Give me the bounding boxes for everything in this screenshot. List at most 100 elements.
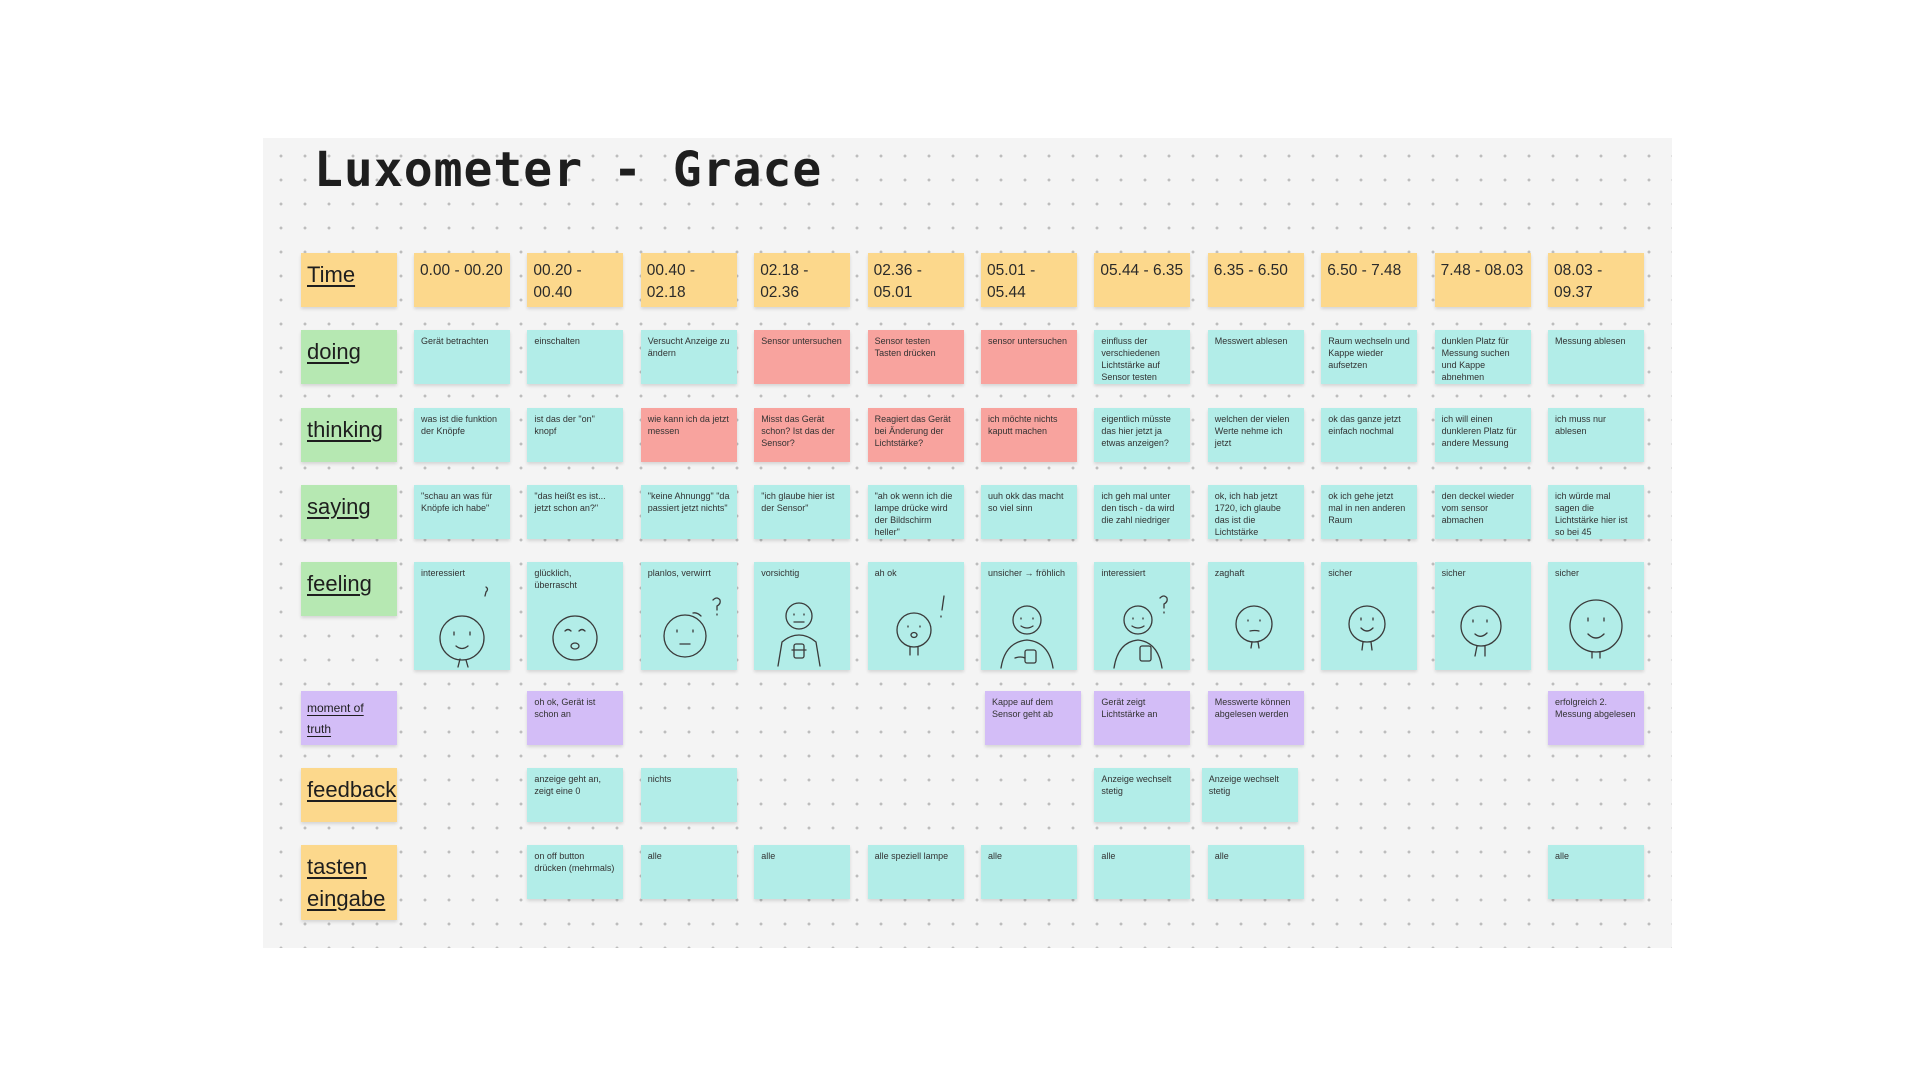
thinking-note[interactable]: ich möchte nichts kaputt machen — [981, 408, 1077, 462]
moment-note[interactable]: oh ok, Gerät ist schon an — [527, 691, 624, 745]
doing-note[interactable]: Messung ablesen — [1548, 330, 1644, 384]
thinking-note[interactable]: ich muss nur ablesen — [1548, 408, 1644, 462]
feeling-text: zaghaft — [1214, 568, 1245, 578]
time-note[interactable]: 0.00 - 00.20 — [414, 253, 510, 307]
feeling-note[interactable]: sicher — [1321, 562, 1418, 670]
row-label-doing[interactable]: doing — [301, 330, 397, 384]
tasten-text: on off button drücken (mehrmals) — [534, 851, 615, 873]
thinking-note[interactable]: welchen der vielen Werte nehme ich jetzt — [1207, 408, 1304, 462]
moment-note[interactable]: erfolgreich 2. Messung abgelesen — [1548, 691, 1644, 745]
tasten-note[interactable]: alle — [981, 845, 1077, 899]
tasten-text: alle speziell lampe — [874, 851, 949, 861]
saying-note[interactable]: "das heißt es ist... jetzt schon an?" — [527, 485, 624, 539]
saying-note[interactable]: ok ich gehe jetzt mal in nen anderen Rau… — [1321, 485, 1418, 539]
moment-note[interactable]: Gerät zeigt Lichtstärke an — [1094, 691, 1191, 745]
row-label-feedback[interactable]: feedback — [301, 768, 397, 822]
time-range: 00.20 - 00.40 — [533, 262, 582, 301]
moment-note[interactable]: Messwerte können abgelesen werden — [1207, 691, 1304, 745]
doing-note[interactable]: Messwert ablesen — [1207, 330, 1304, 384]
feeling-note[interactable]: planlos, verwirrt — [640, 562, 737, 670]
thinking-note[interactable]: Reagiert das Gerät bei Änderung der Lich… — [867, 408, 964, 462]
doing-note[interactable]: sensor untersuchen — [981, 330, 1077, 384]
doing-note[interactable]: dunklen Platz für Messung suchen und Kap… — [1434, 330, 1531, 384]
saying-note[interactable]: "ah ok wenn ich die lampe drücke wird de… — [867, 485, 964, 539]
thinking-note[interactable]: ok das ganze jetzt einfach nochmal — [1321, 408, 1418, 462]
feedback-note[interactable]: nichts — [640, 768, 737, 822]
time-note[interactable]: 05.44 - 6.35 — [1094, 253, 1191, 307]
feedback-note[interactable]: anzeige geht an, zeigt eine 0 — [527, 768, 624, 822]
tasten-note[interactable]: alle — [1094, 845, 1191, 899]
doing-note[interactable]: einschalten — [527, 330, 624, 384]
saying-note[interactable]: "ich glaube hier ist der Sensor" — [754, 485, 851, 539]
doing-note[interactable]: Gerät betrachten — [414, 330, 510, 384]
moment-note[interactable]: Kappe auf dem Sensor geht ab — [985, 691, 1081, 745]
row-label-text: feeling — [307, 571, 372, 596]
feeling-note[interactable]: ah ok — [867, 562, 964, 670]
row-label-feeling[interactable]: feeling — [301, 562, 397, 616]
time-note[interactable]: 08.03 - 09.37 — [1548, 253, 1644, 307]
thinking-note[interactable]: wie kann ich da jetzt messen — [640, 408, 737, 462]
tasten-note[interactable]: on off button drücken (mehrmals) — [527, 845, 624, 899]
thinking-note[interactable]: eigentlich müsste das hier jetzt ja etwa… — [1094, 408, 1191, 462]
tasten-note[interactable]: alle — [640, 845, 737, 899]
thinking-text: ok das ganze jetzt einfach nochmal — [1328, 414, 1401, 436]
row-label-text: thinking — [307, 417, 383, 442]
row-label-saying[interactable]: saying — [301, 485, 397, 539]
feeling-note[interactable]: zaghaft — [1207, 562, 1304, 670]
board-title: Luxometer - Grace — [314, 142, 823, 198]
row-label-text: moment of truth — [307, 701, 364, 737]
feeling-note[interactable]: sicher — [1548, 562, 1644, 670]
time-note[interactable]: 05.01 - 05.44 — [981, 253, 1077, 307]
feeling-text: planlos, verwirrt — [647, 568, 711, 578]
time-note[interactable]: 6.35 - 6.50 — [1207, 253, 1304, 307]
tasten-note[interactable]: alle — [1548, 845, 1644, 899]
feeling-note[interactable]: sicher — [1434, 562, 1531, 670]
feedback-note[interactable]: Anzeige wechselt stetig — [1201, 768, 1298, 822]
feeling-text: sicher — [1555, 568, 1580, 578]
feedback-note[interactable]: Anzeige wechselt stetig — [1094, 768, 1191, 822]
board-canvas[interactable]: Luxometer - Grace Time doing thinking sayin… — [263, 138, 1672, 948]
thinking-note[interactable]: ist das der "on" knopf — [527, 408, 624, 462]
saying-note[interactable]: "keine Ahnungg" "da passiert jetzt nicht… — [640, 485, 737, 539]
time-note[interactable]: 6.50 - 7.48 — [1321, 253, 1418, 307]
tasten-note[interactable]: alle — [754, 845, 851, 899]
row-label-time[interactable]: Time — [301, 253, 397, 307]
time-note[interactable]: 00.40 - 02.18 — [640, 253, 737, 307]
feedback-text: Anzeige wechselt stetig — [1208, 774, 1279, 796]
tasten-note[interactable]: alle — [1207, 845, 1304, 899]
feeling-note[interactable]: glücklich, überrascht — [527, 562, 624, 670]
row-label-moment[interactable]: moment of truth — [301, 691, 397, 745]
doing-text: einschalten — [534, 336, 580, 346]
saying-note[interactable]: ok, ich hab jetzt 1720, ich glaube das i… — [1207, 485, 1304, 539]
saying-note[interactable]: den deckel wieder vom sensor abmachen — [1434, 485, 1531, 539]
saying-note[interactable]: ich würde mal sagen die Lichtstärke hier… — [1548, 485, 1644, 539]
feeling-note[interactable]: unsicher → fröhlich — [981, 562, 1077, 670]
thinking-note[interactable]: ich will einen dunkleren Platz für ander… — [1434, 408, 1531, 462]
feeling-text: unsicher → fröhlich — [988, 568, 1066, 578]
row-label-tasten[interactable]: tasten eingabe — [301, 845, 397, 920]
saying-note[interactable]: uuh okk das macht so viel sinn — [981, 485, 1077, 539]
doing-text: einfluss der verschiedenen Lichtstärke a… — [1101, 336, 1160, 382]
doing-note[interactable]: Sensor testen Tasten drücken — [867, 330, 964, 384]
time-note[interactable]: 02.36 - 05.01 — [867, 253, 964, 307]
row-label-text: Time — [307, 262, 356, 287]
time-note[interactable]: 7.48 - 08.03 — [1434, 253, 1531, 307]
doing-note[interactable]: Versucht Anzeige zu ändern — [640, 330, 737, 384]
moment-text: Messwerte können abgelesen werden — [1214, 697, 1291, 719]
tasten-note[interactable]: alle speziell lampe — [867, 845, 964, 899]
saying-note[interactable]: ich geh mal unter den tisch - da wird di… — [1094, 485, 1191, 539]
feeling-note[interactable]: interessiert — [1094, 562, 1191, 670]
thinking-note[interactable]: Misst das Gerät schon? Ist das der Senso… — [754, 408, 851, 462]
thinking-note[interactable]: was ist die funktion der Knöpfe — [414, 408, 510, 462]
doing-note[interactable]: einfluss der verschiedenen Lichtstärke a… — [1094, 330, 1191, 384]
time-note[interactable]: 02.18 - 02.36 — [754, 253, 851, 307]
saying-note[interactable]: "schau an was für Knöpfe ich habe" — [414, 485, 510, 539]
doing-note[interactable]: Sensor untersuchen — [754, 330, 851, 384]
doing-note[interactable]: Raum wechseln und Kappe wieder aufsetzen — [1321, 330, 1418, 384]
saying-text: ich würde mal sagen die Lichtstärke hier… — [1555, 491, 1628, 537]
row-label-thinking[interactable]: thinking — [301, 408, 397, 462]
time-note[interactable]: 00.20 - 00.40 — [527, 253, 624, 307]
feeling-note[interactable]: interessiert — [414, 562, 510, 670]
moment-text: oh ok, Gerät ist schon an — [534, 697, 596, 719]
feeling-note[interactable]: vorsichtig — [754, 562, 851, 670]
